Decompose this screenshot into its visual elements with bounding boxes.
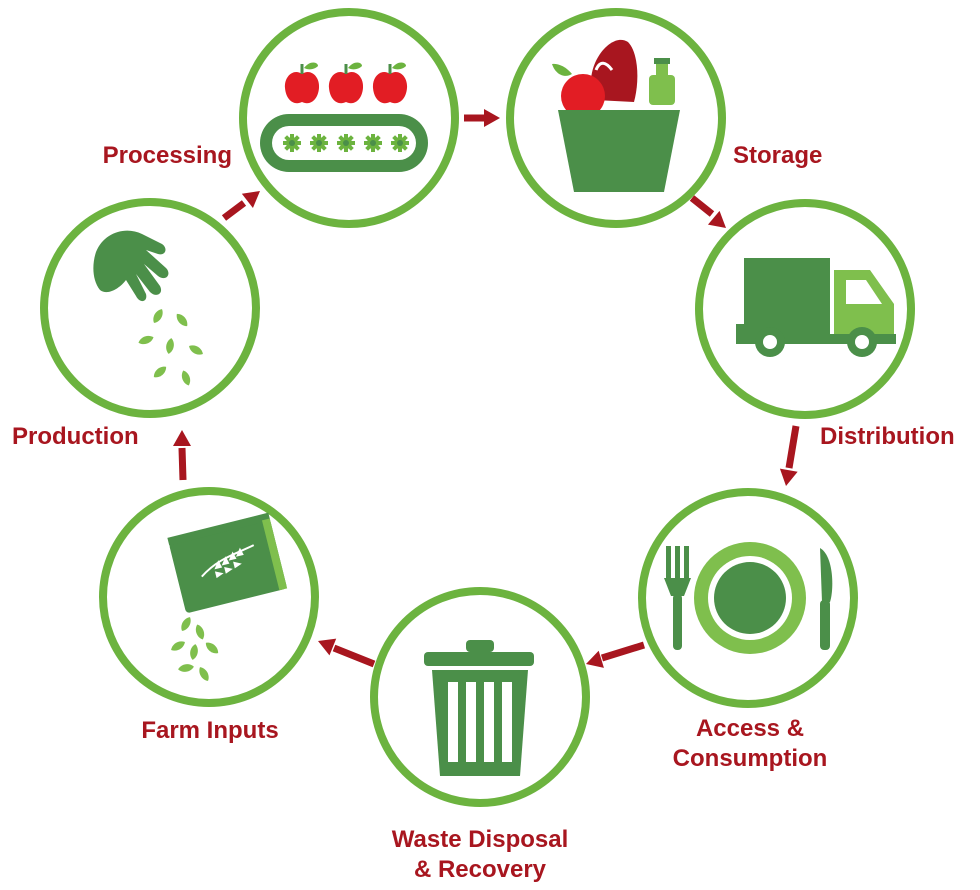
stage-label-waste-line-1: Waste Disposal [391, 826, 569, 853]
arrow-distribution-to-access [777, 425, 800, 488]
arrow-storage-to-distribution [689, 195, 732, 235]
conveyor-belt-apples-icon [260, 62, 428, 172]
arrow-production-to-processing [221, 183, 266, 221]
hand-sowing-seeds-icon [93, 230, 205, 387]
seed-bag-icon [167, 512, 288, 683]
arrow-access-to-waste [583, 641, 646, 673]
stage-label-processing: Processing [102, 142, 232, 169]
delivery-truck-icon [736, 258, 896, 357]
stage-label-farm-inputs: Farm Inputs [141, 717, 279, 744]
stage-label-access-line-1: Access & [695, 715, 805, 742]
stage-label-waste-line-2: & Recovery [413, 856, 547, 883]
stage-label-production: Production [12, 423, 139, 450]
stage-label-access-line-2: Consumption [672, 745, 828, 772]
trash-can-icon [424, 640, 534, 776]
grocery-basket-icon [552, 39, 680, 192]
plate-fork-knife-icon [664, 542, 833, 654]
stage-label-waste: Waste Disposal & Recovery [360, 825, 600, 885]
stage-label-distribution: Distribution [820, 423, 955, 450]
stage-label-access: Access & Consumption [652, 714, 848, 774]
stage-circle-production [40, 198, 260, 418]
arrow-processing-to-storage [464, 109, 500, 127]
arrow-farm-inputs-to-production [173, 430, 191, 481]
arrow-waste-to-farm-inputs [314, 632, 376, 668]
stage-label-storage: Storage [733, 142, 823, 169]
